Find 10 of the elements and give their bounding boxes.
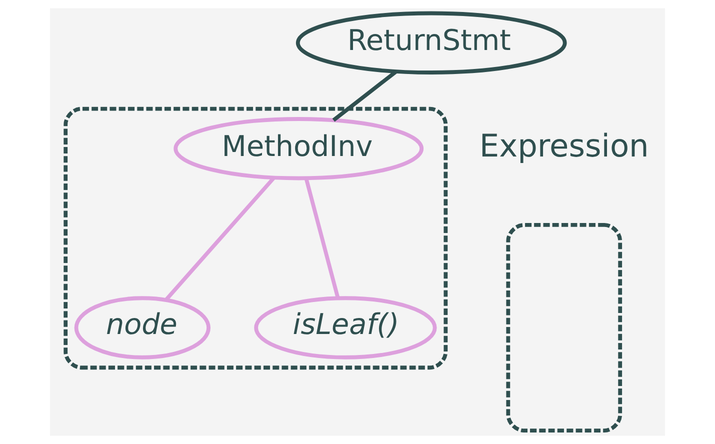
connector — [332, 70, 398, 122]
node-box — [506, 222, 622, 433]
connector — [304, 178, 340, 299]
node-ellipse: isLeaf() — [254, 296, 437, 360]
node-ellipse: MethodInv — [174, 117, 424, 180]
connector — [164, 176, 276, 301]
label: Expression — [479, 128, 649, 165]
cluster — [64, 106, 448, 370]
node-ellipse: node — [74, 296, 211, 360]
node-ellipse: ReturnStmt — [296, 11, 567, 74]
